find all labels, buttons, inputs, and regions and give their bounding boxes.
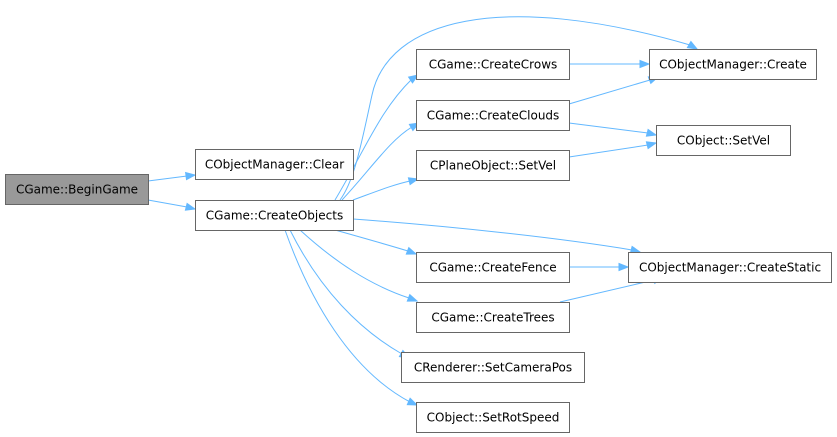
edge-line [334, 229, 409, 252]
edge-line [568, 122, 649, 134]
node-label: CRenderer::SetCameraPos [414, 361, 572, 375]
edge-plane-setvel-to-obj-setvel [568, 141, 658, 158]
node-label: CPlaneObject::SetVel [430, 159, 556, 173]
node-create-objects[interactable]: CGame::CreateObjects [195, 200, 354, 231]
node-label: CGame::BeginGame [16, 183, 138, 197]
arrowhead-icon [406, 293, 419, 302]
arrowhead-icon [639, 59, 651, 69]
node-box[interactable] [649, 49, 817, 80]
edge-create-objects-to-create-crows [334, 74, 420, 201]
node-create-clouds[interactable]: CGame::CreateClouds [416, 100, 570, 131]
node-box[interactable] [416, 49, 570, 80]
edge-begin-game-to-om-clear [147, 171, 197, 182]
node-box[interactable] [628, 252, 832, 283]
node-label: CGame::CreateTrees [431, 311, 554, 325]
node-om-create[interactable]: CObjectManager::Create [649, 49, 817, 80]
node-label: CGame::CreateFence [429, 261, 556, 275]
node-label: CObject::SetVel [677, 134, 770, 148]
arrowhead-icon [407, 74, 420, 84]
edge-begin-game-to-create-objects [147, 199, 197, 211]
arrowhead-icon [645, 128, 658, 137]
edge-create-objects-to-create-trees [299, 229, 419, 302]
node-create-fence[interactable]: CGame::CreateFence [416, 252, 570, 283]
edge-line [568, 144, 649, 158]
node-box[interactable] [195, 200, 354, 231]
node-create-crows[interactable]: CGame::CreateCrows [416, 49, 570, 80]
edge-line [352, 180, 411, 201]
node-om-create-static[interactable]: CObjectManager::CreateStatic [628, 252, 832, 283]
edges-layer [147, 16, 699, 406]
node-box[interactable] [416, 150, 570, 181]
node-obj-setvel[interactable]: CObject::SetVel [656, 125, 791, 156]
edge-create-clouds-to-om-create [568, 76, 660, 105]
node-label: CObjectManager::CreateStatic [639, 261, 821, 275]
node-box[interactable] [401, 352, 585, 383]
arrowhead-icon [686, 40, 699, 50]
edge-create-objects-to-om-create-static [352, 218, 642, 254]
node-label: CGame::CreateCrows [429, 58, 558, 72]
arrowhead-icon [406, 397, 419, 406]
node-box[interactable] [416, 402, 570, 433]
edge-create-objects-to-set-camera-pos [289, 229, 411, 359]
node-box[interactable] [416, 100, 570, 131]
arrowhead-icon [407, 177, 420, 186]
edge-create-objects-to-plane-setvel [352, 177, 420, 201]
edge-create-objects-to-set-rot-speed [284, 229, 419, 406]
node-set-rot-speed[interactable]: CObject::SetRotSpeed [416, 402, 570, 433]
edge-create-fence-to-om-create-static [569, 262, 630, 272]
node-create-trees[interactable]: CGame::CreateTrees [416, 302, 570, 333]
node-label: CObjectManager::Clear [205, 158, 344, 172]
node-label: CObject::SetRotSpeed [427, 411, 560, 425]
node-plane-setvel[interactable]: CPlaneObject::SetVel [416, 150, 570, 181]
node-box[interactable] [416, 252, 570, 283]
node-begin-game[interactable]: CGame::BeginGame [5, 174, 149, 205]
edge-create-clouds-to-obj-setvel [568, 122, 658, 137]
arrowhead-icon [618, 262, 630, 272]
edge-line [341, 126, 413, 201]
edge-line [147, 175, 188, 182]
edge-line [299, 229, 410, 299]
arrowhead-icon [405, 246, 418, 255]
node-label: CObjectManager::Create [659, 58, 807, 72]
node-box[interactable] [195, 149, 354, 180]
edge-line [334, 78, 413, 201]
node-set-camera-pos[interactable]: CRenderer::SetCameraPos [401, 352, 585, 383]
edge-create-crows-to-om-create [569, 59, 651, 69]
edge-line [284, 229, 411, 403]
node-box[interactable] [416, 302, 570, 333]
edge-line [559, 279, 655, 303]
nodes-layer: CGame::BeginGameCObjectManager::ClearCGa… [5, 49, 832, 433]
arrowhead-icon [645, 141, 658, 150]
edge-line [289, 229, 403, 355]
node-om-clear[interactable]: CObjectManager::Clear [195, 149, 354, 180]
arrowhead-icon [185, 171, 197, 181]
node-label: CGame::CreateObjects [206, 209, 343, 223]
edge-line [352, 218, 633, 251]
edge-line [147, 199, 188, 208]
edge-create-objects-to-create-fence [334, 229, 418, 255]
node-label: CGame::CreateClouds [427, 109, 560, 123]
edge-line [568, 79, 651, 105]
arrowhead-icon [184, 202, 197, 211]
node-box[interactable] [5, 174, 149, 205]
node-box[interactable] [656, 125, 791, 156]
